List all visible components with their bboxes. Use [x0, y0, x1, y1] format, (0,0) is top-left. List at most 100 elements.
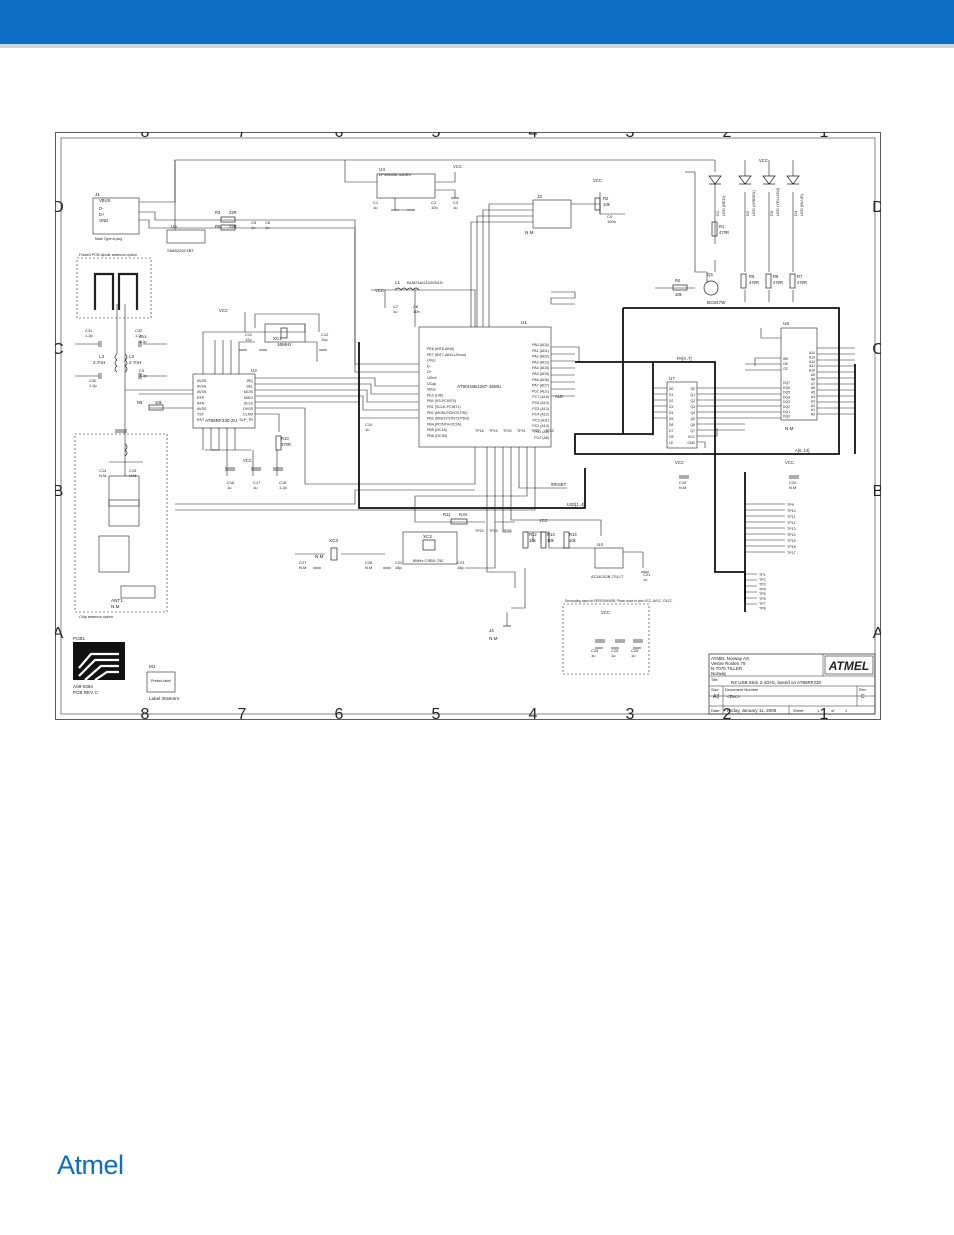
net-vcc-5: VCC	[243, 458, 252, 463]
border-col-label: 4	[529, 706, 538, 720]
u1-pin-name: PA2 (AD2)	[532, 355, 549, 359]
net-vcc-1: VCC	[453, 164, 462, 169]
capacitor-value: 12p	[321, 337, 328, 342]
docnum-label: Document Number	[725, 687, 759, 692]
test-point-label: TP15	[787, 539, 796, 543]
xc1-value: 16MHz	[277, 342, 292, 347]
u1-pin-name: PB1 (SCLK-PCINT1)	[427, 405, 461, 409]
u4-value: AT24C02B-TSU-T	[591, 574, 624, 579]
u6-pin-name: A5	[811, 391, 815, 395]
capacitor-value: 1u	[251, 225, 255, 230]
u2-pin-name: AVSS	[197, 379, 207, 383]
docnum-value: <Doc>	[727, 694, 741, 699]
r12-ref: R12	[529, 532, 537, 537]
u2-pin-name: SCLK	[244, 401, 254, 405]
d2-value: LED (GREEN)	[751, 190, 756, 216]
u1-pin-name: PB4 (PCINT4-OC2A)	[427, 422, 461, 426]
u1-pin-name: UVcc	[427, 359, 436, 363]
u1-left-pin-names: PE6 (INT6-AIN0)PE7 (INT7-AIN1-UVcon)UVcc…	[427, 347, 469, 438]
u1-pin-name: PA5 (AD5)	[532, 372, 549, 376]
q1-value: BC847W	[707, 300, 726, 305]
u1-pin-name: PB3 (MISO-PCINT3-PDO)	[427, 417, 469, 421]
capacitor-value: 1u	[643, 577, 647, 582]
bus-lines	[358, 307, 856, 612]
j4-ref: J4	[489, 628, 494, 633]
r4-ref: R4	[675, 278, 681, 283]
capacitor-value: 1.2p	[89, 383, 98, 388]
capacitor-value: N.M	[679, 485, 686, 490]
r1-ref: R1	[719, 224, 725, 229]
usb-connector-j1	[92, 197, 140, 235]
capacitor-value: 1u	[453, 205, 457, 210]
test-point-label: TP6	[759, 597, 766, 601]
switch-block	[98, 535, 130, 573]
capacitor-ref: C15	[129, 468, 137, 473]
u2-pin-name: CLKM	[243, 413, 253, 417]
d1-value: LED (RED)	[721, 195, 726, 216]
u7-pin-name: D0	[669, 387, 673, 391]
pcb1-artwork	[73, 642, 125, 681]
u6-pin-name: A11	[809, 364, 815, 368]
u7-pin-name: D5	[669, 417, 673, 421]
capacitor-value: 1u	[227, 485, 231, 490]
border-row-label: A	[55, 625, 64, 642]
test-point-label: TP19	[489, 429, 498, 433]
u6-pin-name: DQ6	[783, 386, 790, 390]
u6-value: N.M	[785, 426, 794, 431]
capacitor-labels: C11uC210nC31uC4100nC51uC61uC71uC810nC91.…	[85, 200, 797, 658]
r9-value: 10k	[155, 400, 163, 405]
xc2-value: 8MHz CSBX-752	[413, 558, 444, 563]
u2-pin-name: SEL	[246, 385, 253, 389]
capacitor-value: N.M	[99, 473, 106, 478]
test-point-label: TP23	[545, 429, 554, 433]
m1-ref: M1	[149, 664, 156, 669]
r3-ref: R3	[215, 210, 221, 215]
u6-pin-name: DQ2	[783, 405, 790, 409]
u1-pin-name: PA7 (AD7)	[532, 384, 549, 388]
u1-pin-name: PA0 (AD0)	[532, 343, 549, 347]
atmel-logo: Atmel	[57, 1150, 124, 1180]
test-point-label: TP8	[759, 607, 766, 611]
u4-ref: U4	[597, 542, 603, 547]
border-row-label: B	[55, 483, 63, 500]
u6-pin-name: A6	[811, 386, 815, 390]
r4-value: 10k	[675, 292, 683, 297]
r5-value: 470R	[749, 280, 759, 285]
u7-pin-name: VCC	[688, 435, 696, 439]
r11-ref: R11	[443, 512, 451, 517]
net-dplus: D+	[99, 212, 105, 217]
u6-pin-name: DQ3	[783, 400, 790, 404]
u1-pin-name: PE3 (UID)	[427, 393, 443, 397]
m1-value: Label 30x6mm	[149, 696, 179, 701]
ant1-value: N.M	[111, 604, 120, 609]
test-point-label: TP12	[787, 521, 796, 525]
regulator-u3	[376, 173, 436, 199]
test-point-label: TP26	[503, 529, 512, 533]
u7-ref: U7	[669, 376, 675, 381]
capacitor-value: N.M	[299, 565, 306, 570]
sheet-label: Sheet	[793, 708, 804, 713]
u1-pin-name: PC1 (A9)	[534, 430, 549, 434]
u1-pin-name: PA3 (AD3)	[532, 360, 549, 364]
u2-pin-name: MISO	[244, 396, 253, 400]
u1-pin-name: UGnd	[427, 376, 436, 380]
border-row-label: B	[873, 483, 881, 500]
sheet-border	[55, 132, 881, 720]
l3-value: 2.7nH	[93, 360, 105, 365]
date-value: Friday, January 11, 2008	[727, 708, 777, 713]
border-col-label: 6	[335, 706, 344, 720]
u1-pin-name: PC7 (A15)	[532, 395, 549, 399]
capacitor-value: 1u	[631, 653, 635, 658]
u2-pin-name: TST	[197, 413, 205, 417]
xc1-ref: XC1	[273, 336, 282, 341]
u7-pin-name: D7	[669, 429, 673, 433]
net-vcc-7: VCC	[785, 460, 794, 465]
u1-pin-name: D+	[427, 370, 432, 374]
l3-ref: L3	[99, 354, 105, 359]
test-point-labels: TP1TP2TP3TP4TP5TP6TP7TP8TP9TP10TP11TP12T…	[475, 429, 796, 611]
capacitor-value: 1u	[611, 653, 615, 658]
capacitor-value: 1u	[265, 225, 269, 230]
test-point-label: TP16	[787, 545, 796, 549]
